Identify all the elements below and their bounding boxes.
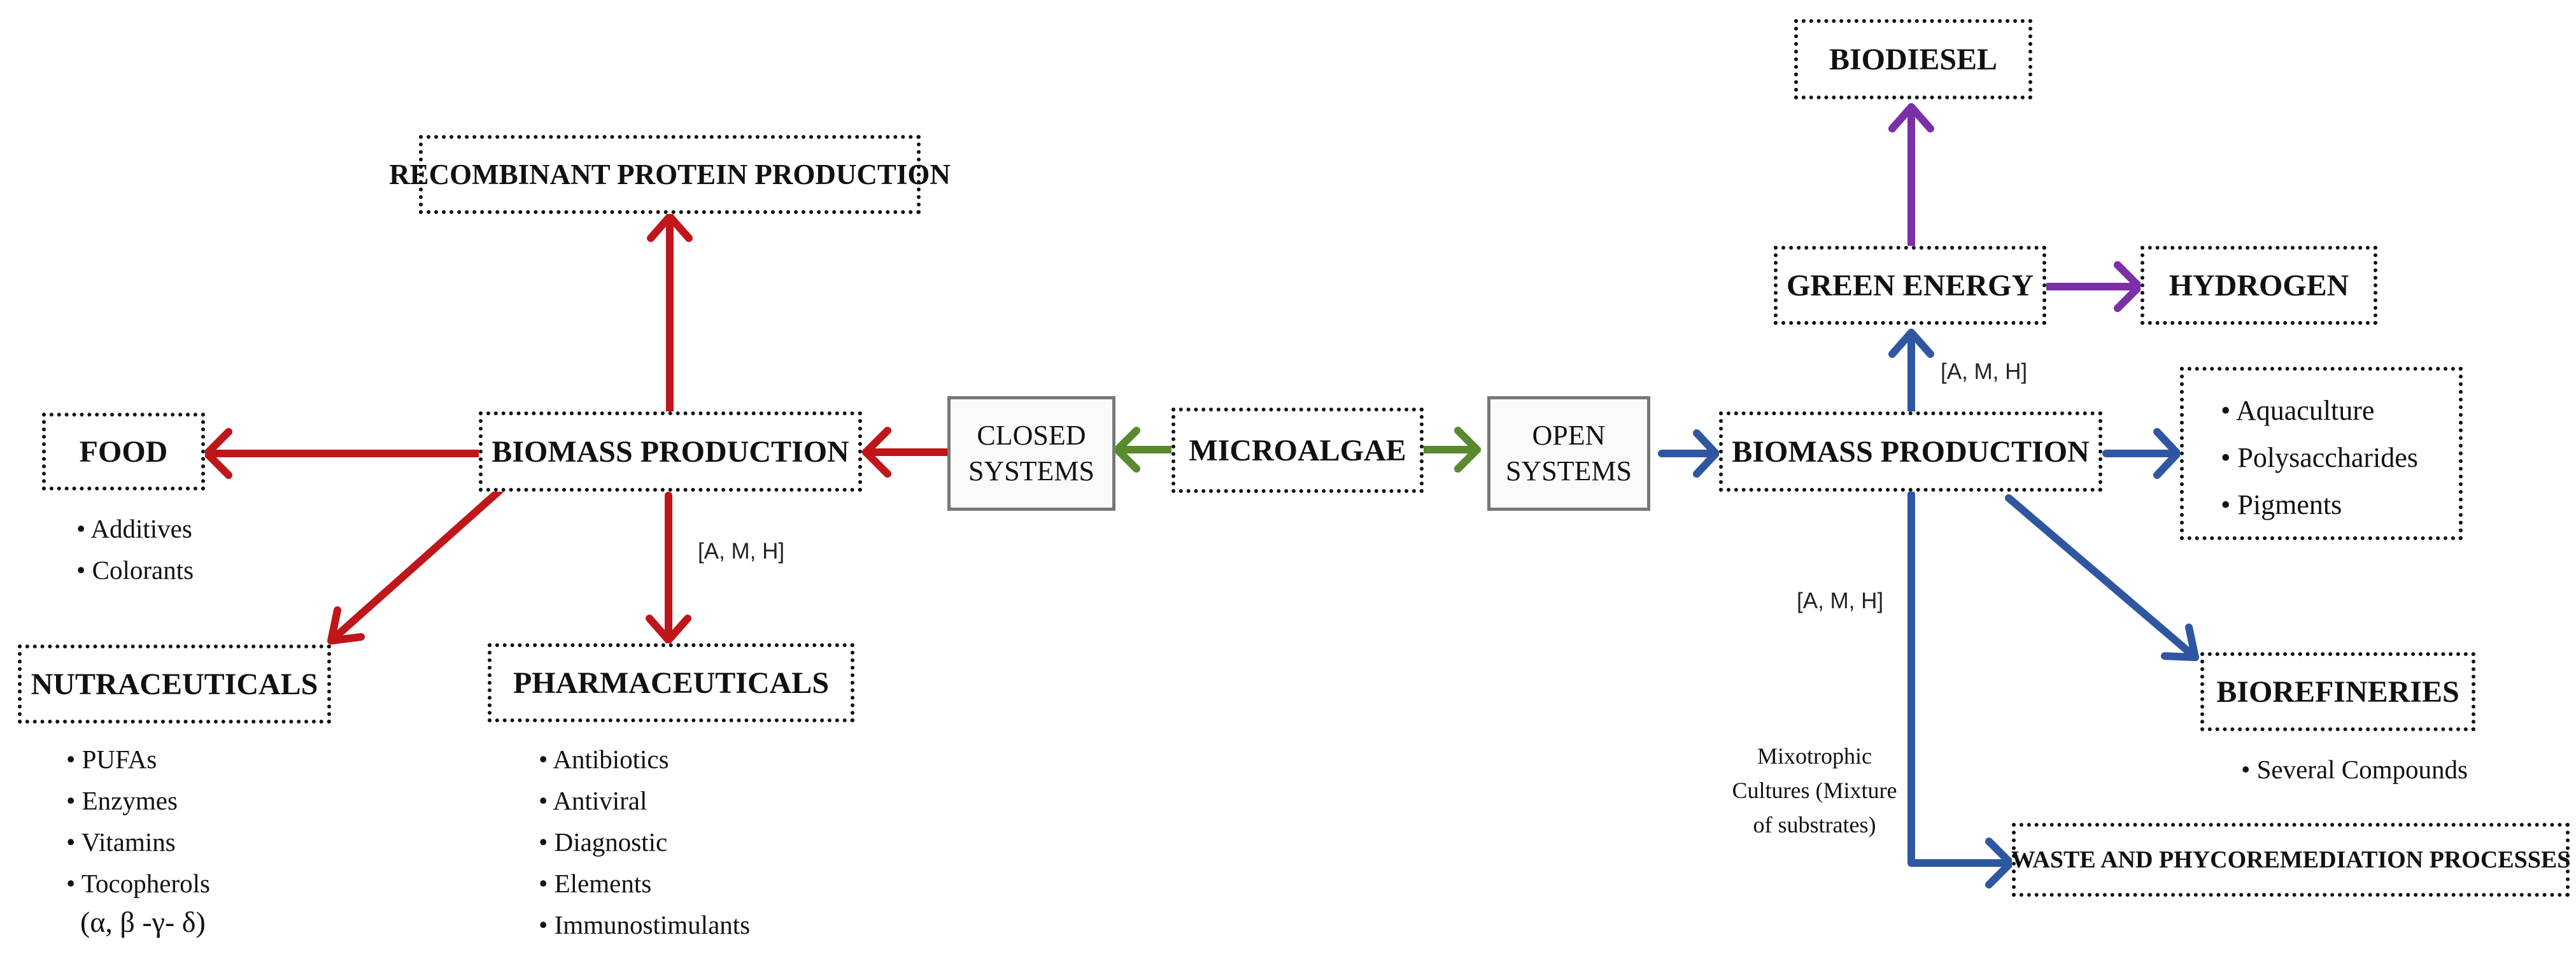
mixotrophic-line2: Cultures (Mixture <box>1732 778 1897 803</box>
food-node: FOOD <box>42 413 205 490</box>
right-amh-annotation-lower: [A, M, H] <box>1797 588 1884 613</box>
food-items-list: Additives Colorants <box>76 508 194 591</box>
waste-phycoremediation-label: WASTE AND PHYCOREMEDIATION PROCESSES <box>2011 846 2571 873</box>
list-item: Pigments <box>2221 481 2418 529</box>
list-item: Additives <box>76 508 194 550</box>
tocopherol-forms: (α, β -γ- δ) <box>80 906 206 938</box>
right-biomass-production-node: BIOMASS PRODUCTION <box>1719 411 2102 492</box>
closed-systems-node: CLOSED SYSTEMS <box>947 396 1115 511</box>
hydrogen-label: HYDROGEN <box>2169 268 2349 303</box>
nutraceuticals-node: NUTRACEUTICALS <box>18 645 331 724</box>
left-biomass-production-node: BIOMASS PRODUCTION <box>479 411 862 492</box>
pharmaceuticals-items-list: Antibiotics Antiviral Diagnostic Element… <box>539 739 750 946</box>
products-items-list: Aquaculture Polysaccharides Pigments <box>2221 387 2418 529</box>
hydrogen-node: HYDROGEN <box>2141 246 2377 325</box>
arrow-biomass-to-nutraceuticals <box>327 487 504 645</box>
products-node: Aquaculture Polysaccharides Pigments <box>2180 367 2463 540</box>
list-item: Enzymes <box>66 780 210 822</box>
biorefineries-items-list: Several Compounds <box>2241 749 2468 790</box>
list-item: Immunostimulants <box>539 904 751 946</box>
closed-systems-line1: CLOSED <box>977 420 1086 451</box>
list-item: Diagnostic <box>539 822 750 863</box>
left-biomass-production-label: BIOMASS PRODUCTION <box>492 434 849 469</box>
biodiesel-node: BIODIESEL <box>1794 19 2032 99</box>
green-energy-node: GREEN ENERGY <box>1774 246 2046 325</box>
biodiesel-label: BIODIESEL <box>1829 42 1998 76</box>
right-amh-annotation-upper: [A, M, H] <box>1941 359 2028 384</box>
nutraceuticals-label: NUTRACEUTICALS <box>31 667 318 701</box>
pharmaceuticals-node: PHARMACEUTICALS <box>488 643 854 722</box>
list-item: Tocopherols <box>66 863 210 904</box>
list-item: Antiviral <box>539 780 750 822</box>
list-item: Colorants <box>76 550 194 591</box>
nutraceuticals-items-list: PUFAs Enzymes Vitamins Tocopherols <box>66 739 210 904</box>
list-item: Antibiotics <box>539 739 750 780</box>
list-item: Aquaculture <box>2221 387 2418 434</box>
closed-systems-line2: SYSTEMS <box>968 455 1095 487</box>
biorefineries-label: BIOREFINERIES <box>2216 674 2459 709</box>
list-item: Vitamins <box>66 822 210 863</box>
list-item: PUFAs <box>66 739 210 780</box>
mixotrophic-line1: Mixotrophic <box>1757 743 1872 769</box>
left-amh-annotation: [A, M, H] <box>698 539 785 564</box>
list-item: Polysaccharides <box>2221 434 2417 481</box>
microalgae-label: MICROALGAE <box>1189 433 1406 467</box>
arrow-biomass-to-biorefineries <box>2005 494 2199 661</box>
open-systems-line2: SYSTEMS <box>1505 455 1632 487</box>
arrow-biomass-to-waste <box>1907 490 2014 867</box>
recombinant-protein-node: RECOMBINANT PROTEIN PRODUCTION <box>389 135 951 214</box>
right-biomass-production-label: BIOMASS PRODUCTION <box>1732 434 2090 469</box>
list-item: Several Compounds <box>2241 749 2468 790</box>
waste-phycoremediation-node: WASTE AND PHYCOREMEDIATION PROCESSES <box>2011 823 2571 897</box>
open-systems-node: OPEN SYSTEMS <box>1487 396 1650 511</box>
list-item: Elements <box>539 863 750 904</box>
recombinant-protein-label: RECOMBINANT PROTEIN PRODUCTION <box>389 159 951 190</box>
pharmaceuticals-label: PHARMACEUTICALS <box>513 666 830 700</box>
mixotrophic-cultures-note: Mixotrophic Cultures (Mixture of substra… <box>1719 739 1910 842</box>
open-systems-line1: OPEN <box>1532 420 1606 451</box>
mixotrophic-line3: of substrates) <box>1753 812 1876 838</box>
green-energy-label: GREEN ENERGY <box>1786 268 2034 303</box>
food-label: FOOD <box>79 434 168 469</box>
biorefineries-node: BIOREFINERIES <box>2200 652 2475 731</box>
microalgae-node: MICROALGAE <box>1171 408 1424 493</box>
